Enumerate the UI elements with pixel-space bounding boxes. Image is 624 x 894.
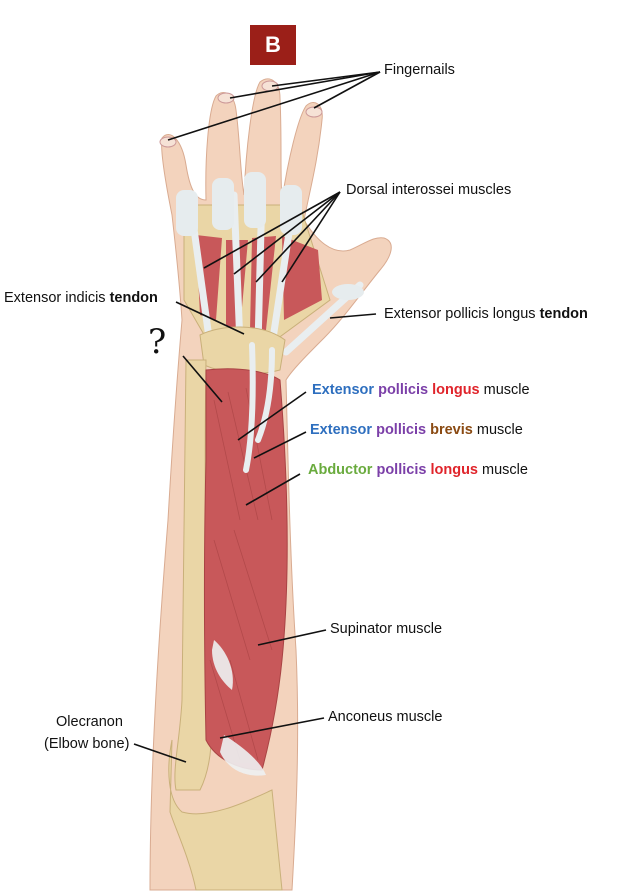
finger-hoods [176, 172, 364, 300]
question-mark: ? [148, 322, 167, 362]
leader-lines [133, 71, 381, 763]
label-extensor-indicis-tendon: Extensor indicis tendon [4, 290, 158, 306]
figure-badge: B [250, 25, 296, 65]
label-apl-muscle: Abductor pollicis longus muscle [308, 462, 528, 478]
fingernail-little [305, 106, 323, 118]
label-olecranon: Olecranon [56, 714, 123, 730]
label-fingernails: Fingernails [384, 62, 455, 78]
label-anconeus: Anconeus muscle [328, 709, 443, 725]
label-dorsal-interossei: Dorsal interossei muscles [346, 182, 512, 198]
label-epl-tendon: Extensor pollicis longus tendon [384, 306, 588, 322]
label-epl-muscle: Extensor pollicis longus muscle [312, 382, 530, 398]
forearm-tendons [243, 342, 275, 473]
label-supinator: Supinator muscle [330, 621, 443, 637]
forearm-muscles [204, 368, 288, 771]
aponeurosis [212, 640, 266, 776]
label-epb-muscle: Extensor pollicis brevis muscle [310, 422, 523, 438]
olecranon [168, 739, 283, 891]
label-elbow-bone: (Elbow bone) [44, 736, 130, 752]
muscle-fibers [209, 387, 273, 761]
